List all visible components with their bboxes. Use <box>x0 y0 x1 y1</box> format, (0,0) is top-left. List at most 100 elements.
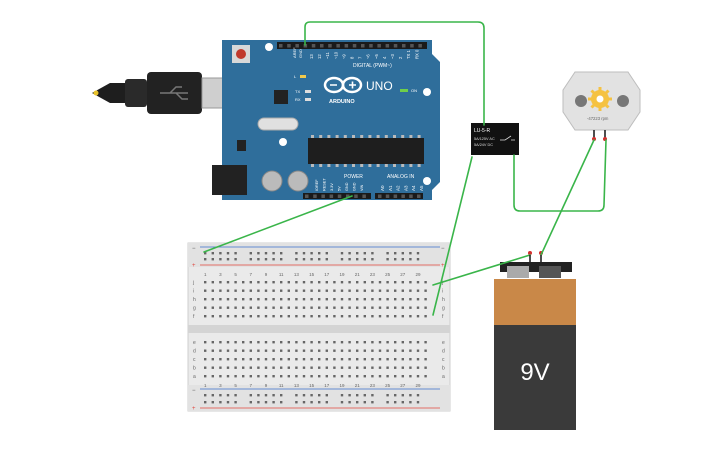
power-jack[interactable] <box>212 165 247 195</box>
breadboard-hole[interactable] <box>295 394 298 397</box>
header-pin[interactable] <box>336 44 340 48</box>
breadboard-hole[interactable] <box>378 358 382 361</box>
breadboard-hole[interactable] <box>340 366 344 369</box>
breadboard-hole[interactable] <box>318 401 321 404</box>
breadboard-hole[interactable] <box>295 315 298 318</box>
breadboard-hole[interactable] <box>356 281 359 284</box>
breadboard-hole[interactable] <box>394 252 397 255</box>
header-pin[interactable] <box>311 44 316 48</box>
breadboard-hole[interactable] <box>280 341 283 344</box>
breadboard-hole[interactable] <box>302 258 306 261</box>
breadboard-hole[interactable] <box>226 306 230 309</box>
breadboard-hole[interactable] <box>371 306 374 309</box>
breadboard-hole[interactable] <box>371 349 374 352</box>
breadboard-hole[interactable] <box>401 289 404 292</box>
breadboard-hole[interactable] <box>409 252 412 255</box>
breadboard-hole[interactable] <box>280 358 283 361</box>
breadboard-hole[interactable] <box>249 401 252 404</box>
breadboard-hole[interactable] <box>409 258 412 261</box>
breadboard-hole[interactable] <box>416 315 420 318</box>
breadboard-hole[interactable] <box>356 306 359 309</box>
breadboard-hole[interactable] <box>325 281 328 284</box>
breadboard-hole[interactable] <box>302 306 306 309</box>
breadboard-hole[interactable] <box>287 298 290 301</box>
breadboard-hole[interactable] <box>302 281 306 284</box>
breadboard-hole[interactable] <box>226 366 230 369</box>
breadboard-hole[interactable] <box>333 366 336 369</box>
breadboard-hole[interactable] <box>424 349 427 352</box>
breadboard-hole[interactable] <box>378 366 382 369</box>
breadboard-hole[interactable] <box>211 358 214 361</box>
breadboard-hole[interactable] <box>264 349 268 352</box>
breadboard-hole[interactable] <box>272 349 275 352</box>
breadboard-hole[interactable] <box>226 289 230 292</box>
breadboard-hole[interactable] <box>234 289 237 292</box>
breadboard-hole[interactable] <box>310 394 313 397</box>
breadboard-hole[interactable] <box>340 394 344 397</box>
breadboard-hole[interactable] <box>257 281 260 284</box>
breadboard-hole[interactable] <box>356 349 359 352</box>
breadboard-hole[interactable] <box>280 394 283 397</box>
wire-battery-to-breadboard[interactable] <box>432 254 531 286</box>
breadboard-hole[interactable] <box>226 349 230 352</box>
breadboard-hole[interactable] <box>287 375 290 378</box>
breadboard-hole[interactable] <box>264 306 268 309</box>
breadboard-hole[interactable] <box>416 349 420 352</box>
breadboard-hole[interactable] <box>249 349 252 352</box>
breadboard-hole[interactable] <box>310 252 313 255</box>
breadboard-hole[interactable] <box>257 315 260 318</box>
breadboard-hole[interactable] <box>378 298 382 301</box>
breadboard-hole[interactable] <box>204 358 207 361</box>
breadboard-hole[interactable] <box>234 341 237 344</box>
breadboard-hole[interactable] <box>371 401 374 404</box>
breadboard-hole[interactable] <box>363 258 366 261</box>
breadboard-hole[interactable] <box>302 366 306 369</box>
breadboard-hole[interactable] <box>234 401 237 404</box>
breadboard-hole[interactable] <box>211 306 214 309</box>
breadboard-hole[interactable] <box>371 252 374 255</box>
breadboard-hole[interactable] <box>295 349 298 352</box>
header-pin[interactable] <box>369 44 373 48</box>
breadboard-hole[interactable] <box>280 306 283 309</box>
header-pin[interactable] <box>418 44 422 48</box>
breadboard-hole[interactable] <box>257 341 260 344</box>
breadboard-hole[interactable] <box>264 341 268 344</box>
breadboard-hole[interactable] <box>310 401 313 404</box>
analog-header[interactable] <box>375 193 423 199</box>
breadboard-hole[interactable] <box>348 306 351 309</box>
breadboard-hole[interactable] <box>325 252 328 255</box>
breadboard-hole[interactable] <box>249 366 252 369</box>
breadboard-hole[interactable] <box>386 394 389 397</box>
breadboard-hole[interactable] <box>318 252 321 255</box>
breadboard-hole[interactable] <box>318 289 321 292</box>
breadboard-hole[interactable] <box>249 289 252 292</box>
breadboard-hole[interactable] <box>242 306 245 309</box>
breadboard-hole[interactable] <box>242 298 245 301</box>
breadboard-hole[interactable] <box>416 401 420 404</box>
breadboard-hole[interactable] <box>234 358 237 361</box>
breadboard-hole[interactable] <box>302 375 306 378</box>
breadboard-hole[interactable] <box>295 401 298 404</box>
battery-9v[interactable]: 9V <box>494 251 576 430</box>
breadboard-hole[interactable] <box>272 358 275 361</box>
breadboard-hole[interactable] <box>416 394 420 397</box>
breadboard-hole[interactable] <box>325 315 328 318</box>
breadboard-hole[interactable] <box>378 281 382 284</box>
breadboard-hole[interactable] <box>204 306 207 309</box>
breadboard-hole[interactable] <box>234 281 237 284</box>
breadboard-hole[interactable] <box>363 394 366 397</box>
breadboard-hole[interactable] <box>204 298 207 301</box>
breadboard-hole[interactable] <box>348 252 351 255</box>
breadboard-hole[interactable] <box>325 401 328 404</box>
breadboard-hole[interactable] <box>219 375 222 378</box>
breadboard-hole[interactable] <box>318 258 321 261</box>
breadboard-hole[interactable] <box>424 315 427 318</box>
breadboard-hole[interactable] <box>394 375 397 378</box>
breadboard-hole[interactable] <box>234 366 237 369</box>
breadboard-hole[interactable] <box>211 394 214 397</box>
breadboard-hole[interactable] <box>219 401 222 404</box>
breadboard-hole[interactable] <box>356 366 359 369</box>
header-pin[interactable] <box>385 194 390 199</box>
header-pin[interactable] <box>337 194 342 199</box>
breadboard-hole[interactable] <box>318 298 321 301</box>
